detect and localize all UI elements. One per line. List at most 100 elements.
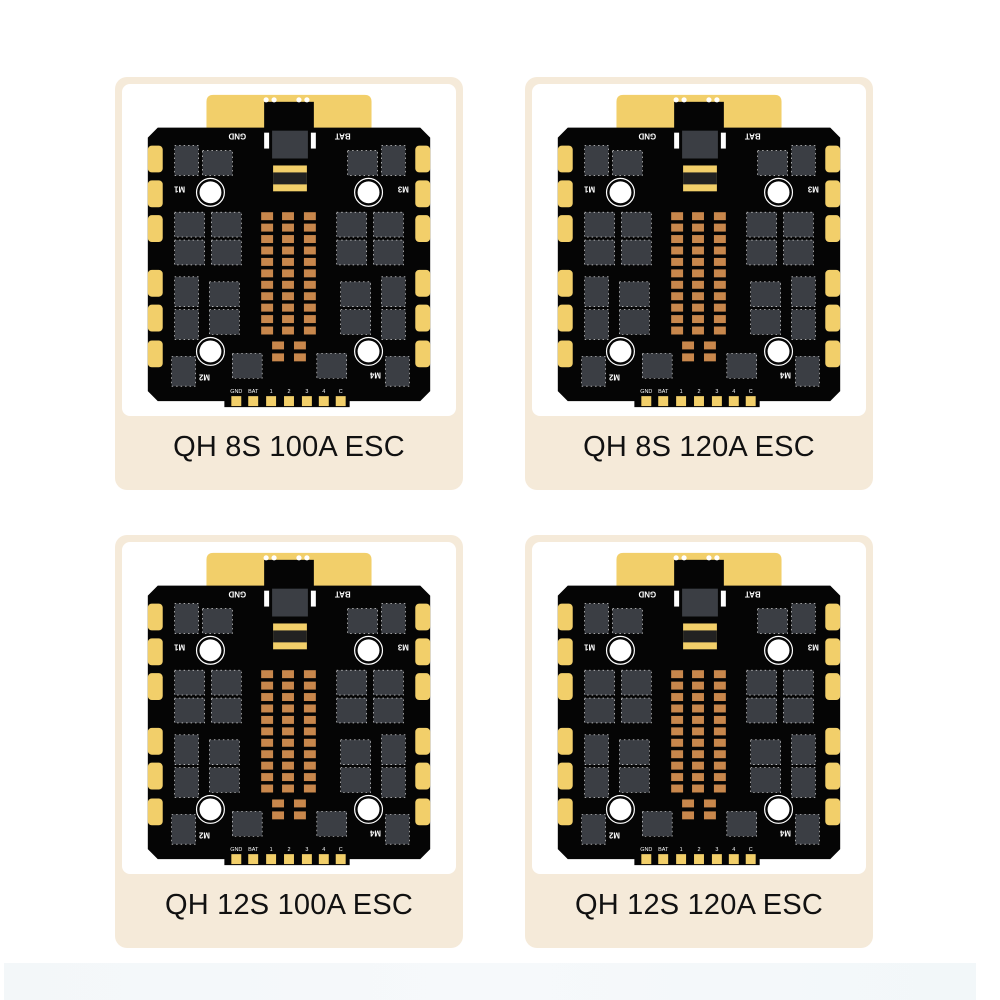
capacitor	[272, 353, 285, 362]
motor-label-m3: M3	[807, 184, 819, 193]
motor-label-m4: M4	[779, 828, 791, 837]
mosfet	[171, 356, 196, 387]
signal-pad	[231, 396, 242, 407]
chip-lead	[674, 590, 680, 607]
via	[681, 97, 687, 103]
mount-hole	[609, 798, 632, 821]
capacitor	[282, 326, 294, 335]
signal-pad-label: BAT	[658, 389, 669, 395]
capacitor	[282, 750, 294, 759]
mosfet	[174, 211, 205, 238]
capacitor	[261, 292, 274, 301]
signal-pad-label: C	[749, 847, 753, 853]
capacitor	[703, 799, 716, 808]
signal-pad-label: 2	[287, 847, 290, 853]
motor-pad	[825, 727, 841, 755]
mosfet	[726, 353, 757, 379]
signal-pad	[284, 396, 294, 407]
via	[271, 555, 277, 561]
capacitor	[282, 727, 294, 736]
capacitor	[692, 784, 704, 793]
mosfet	[619, 739, 650, 765]
motor-pad	[557, 638, 573, 666]
mosfet	[750, 309, 781, 335]
motor-pad	[557, 798, 573, 826]
via	[304, 555, 310, 561]
mosfet	[584, 734, 609, 765]
mosfet	[584, 603, 609, 634]
gnd-label: GND	[228, 132, 246, 141]
mount-hole	[609, 639, 632, 662]
capacitor	[282, 315, 294, 324]
motor-pad	[147, 215, 163, 243]
capacitor	[703, 811, 716, 820]
mosfet	[336, 669, 367, 696]
mosfet	[381, 145, 406, 176]
capacitor	[303, 727, 316, 736]
signal-pad-label: 1	[680, 389, 683, 395]
mosfet	[202, 150, 233, 176]
mosfet	[316, 353, 347, 379]
capacitor	[303, 212, 316, 221]
capacitor	[692, 693, 704, 702]
via	[296, 555, 302, 561]
capacitor	[272, 341, 285, 350]
mosfet	[581, 356, 606, 387]
capacitor	[261, 727, 274, 736]
capacitor	[293, 341, 306, 350]
motor-pad	[147, 145, 163, 173]
mosfet	[340, 767, 371, 793]
mosfet	[171, 814, 196, 845]
capacitor	[671, 246, 684, 255]
capacitor	[282, 235, 294, 244]
bat-label: BAT	[335, 590, 351, 599]
signal-pad	[694, 854, 704, 865]
signal-pad-label: 2	[697, 847, 700, 853]
motor-pad	[415, 798, 431, 826]
capacitor	[682, 341, 695, 350]
capacitor	[671, 738, 684, 747]
signal-pad	[728, 396, 739, 407]
mosfet	[750, 739, 781, 765]
mosfet	[621, 669, 652, 696]
capacitor	[261, 750, 274, 759]
motor-pad	[147, 603, 163, 631]
capacitor	[303, 670, 316, 679]
motor-pad	[557, 304, 573, 332]
capacitor	[671, 292, 684, 301]
mount-hole	[199, 639, 222, 662]
capacitor	[261, 773, 274, 782]
motor-pad	[825, 145, 841, 173]
motor-pad	[415, 304, 431, 332]
motor-pad	[825, 269, 841, 297]
mosfet	[373, 211, 404, 238]
capacitor	[671, 773, 684, 782]
capacitor	[303, 693, 316, 702]
capacitor	[713, 784, 726, 793]
capacitor	[261, 738, 274, 747]
mosfet	[750, 767, 781, 793]
capacitor	[303, 750, 316, 759]
mount-ring	[354, 336, 384, 366]
capacitor	[303, 761, 316, 770]
signal-pad	[318, 854, 329, 865]
signal-pad-label: 1	[680, 847, 683, 853]
via	[714, 555, 720, 561]
motor-label-m4: M4	[369, 370, 381, 379]
mosfet	[783, 211, 814, 238]
motor-pad	[825, 340, 841, 368]
motor-pad	[557, 762, 573, 790]
capacitor	[282, 704, 294, 713]
capacitor	[703, 341, 716, 350]
mount-ring	[195, 177, 225, 207]
capacitor	[282, 761, 294, 770]
signal-pad-label: C	[749, 389, 753, 395]
mount-hole	[357, 181, 380, 204]
motor-pad	[825, 180, 841, 208]
chip-lead	[264, 590, 270, 607]
capacitor	[282, 246, 294, 255]
